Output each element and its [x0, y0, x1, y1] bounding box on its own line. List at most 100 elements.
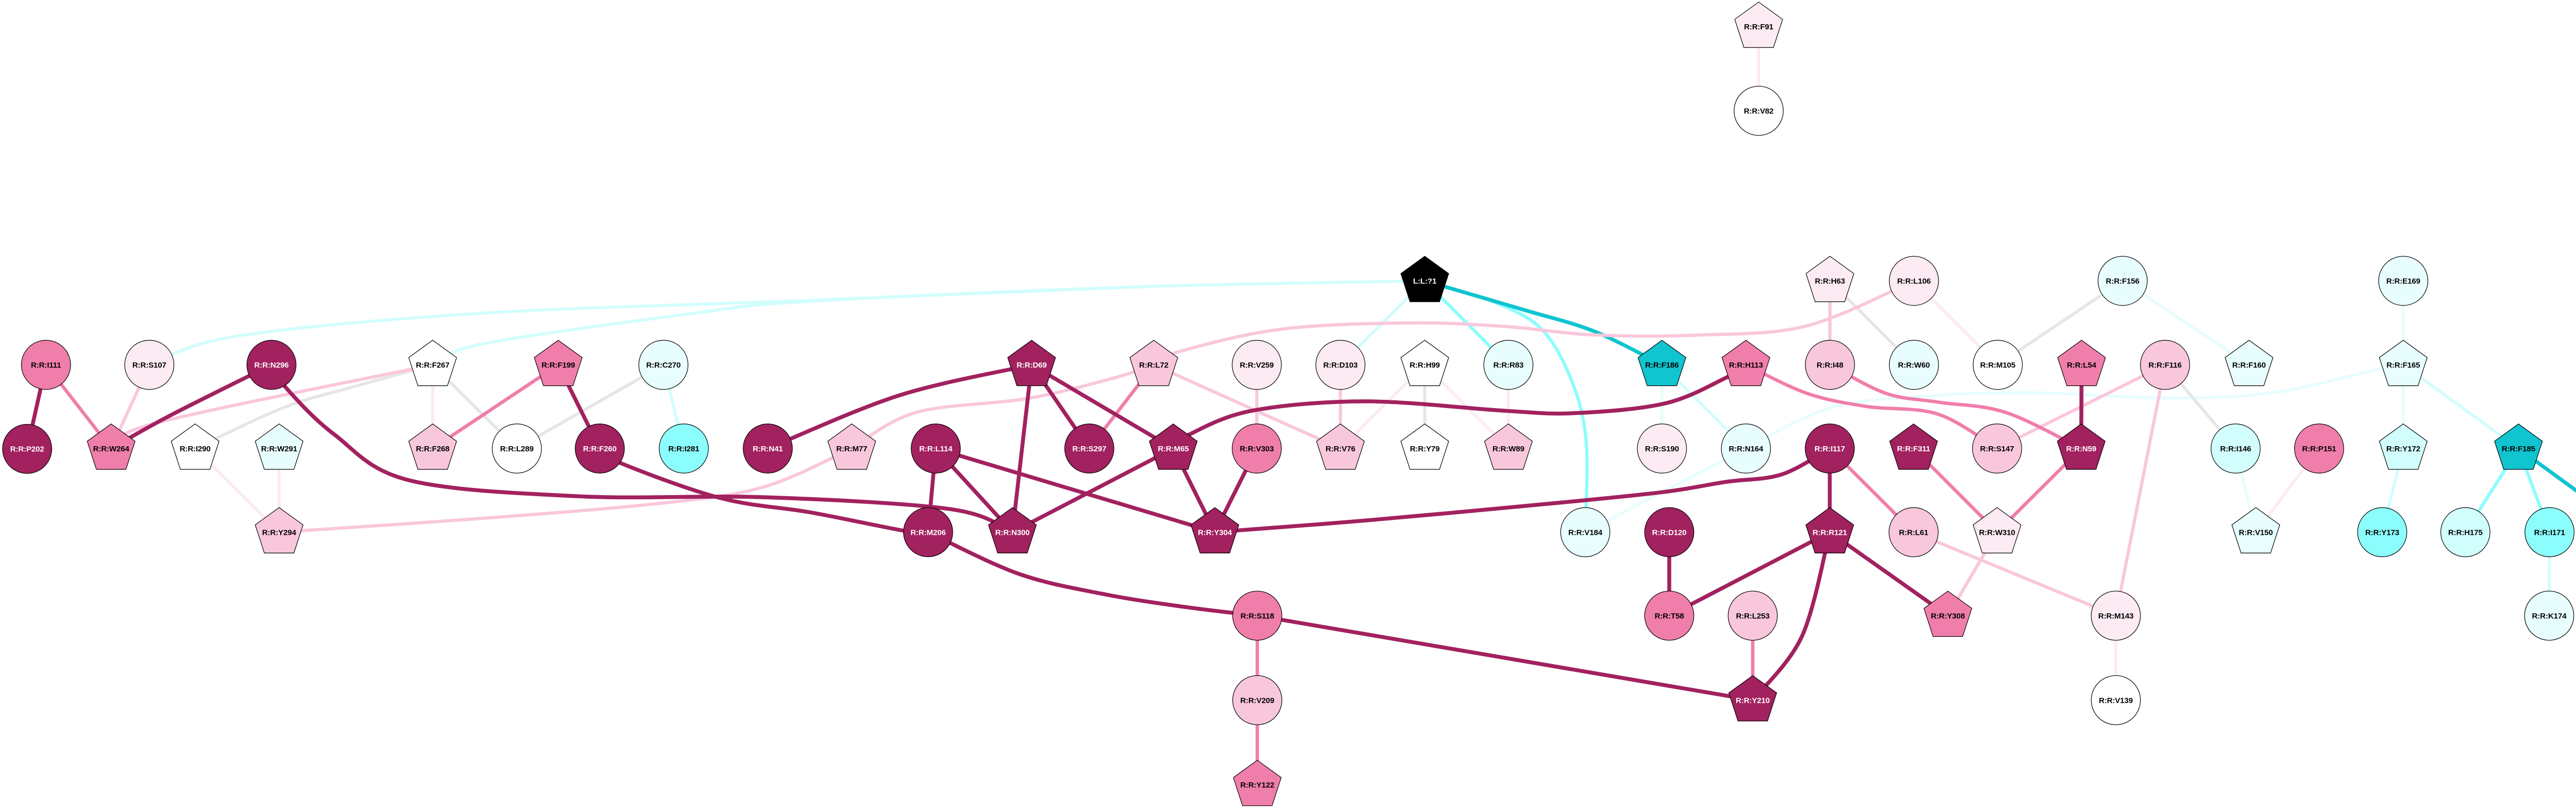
node-r-r-h113[interactable]: R:R:H113 — [1721, 340, 1771, 386]
node-r-r-s297[interactable]: R:R:S297 — [1064, 424, 1114, 473]
edge-layer — [25, 26, 2576, 785]
node-r-r-p202[interactable]: R:R:P202 — [2, 424, 53, 474]
node-r-r-y172[interactable]: R:R:Y172 — [2379, 424, 2428, 470]
node-r-r-i281[interactable]: R:R:I281 — [658, 424, 709, 473]
circle-node-shape — [2140, 340, 2190, 390]
node-r-r-e169[interactable]: R:R:E169 — [2378, 256, 2429, 306]
node-r-r-l253[interactable]: R:R:L253 — [1727, 590, 1778, 641]
node-r-r-w60[interactable]: R:R:W60 — [1889, 340, 1939, 390]
pentagon-node-shape — [1805, 507, 1854, 553]
node-r-r-f116[interactable]: R:R:F116 — [2140, 340, 2190, 390]
node-r-r-y173[interactable]: R:R:Y173 — [2357, 507, 2408, 557]
node-r-r-d120[interactable]: R:R:D120 — [1644, 507, 1694, 557]
pentagon-node-shape — [2494, 424, 2543, 470]
node-r-r-t58[interactable]: R:R:T58 — [1644, 590, 1694, 641]
pentagon-node-shape — [1316, 424, 1365, 470]
node-r-r-f267[interactable]: R:R:F267 — [408, 340, 457, 386]
node-r-r-r121[interactable]: R:R:R121 — [1805, 507, 1854, 553]
node-r-r-i290[interactable]: R:R:I290 — [171, 424, 219, 470]
node-r-r-d69[interactable]: R:R:D69 — [1007, 340, 1056, 386]
circle-node-shape — [903, 507, 953, 557]
node-r-r-f91[interactable]: R:R:F91 — [1734, 2, 1783, 48]
node-r-r-h63[interactable]: R:R:H63 — [1805, 256, 1855, 302]
circle-node-shape — [1637, 424, 1687, 473]
edge-r-r-f260-to-r-r-m206 — [598, 447, 928, 535]
node-r-r-c270[interactable]: R:R:C270 — [638, 340, 689, 390]
node-r-r-f160[interactable]: R:R:F160 — [2225, 340, 2274, 386]
circle-node-shape — [1888, 507, 1939, 557]
node-r-r-i111[interactable]: R:R:I111 — [21, 340, 71, 390]
node-r-r-n41[interactable]: R:R:N41 — [742, 424, 793, 473]
node-r-r-f268[interactable]: R:R:F268 — [408, 424, 457, 470]
node-l-l-1[interactable]: L:L:?1 — [1400, 256, 1449, 302]
node-r-r-f165[interactable]: R:R:F165 — [2379, 340, 2428, 386]
pentagon-node-shape — [1149, 424, 1198, 470]
node-r-r-m65[interactable]: R:R:M65 — [1149, 424, 1198, 470]
node-r-r-s107[interactable]: R:R:S107 — [124, 340, 175, 390]
circle-node-shape — [1232, 424, 1282, 473]
node-r-r-i117[interactable]: R:R:I117 — [1805, 424, 1855, 473]
edge-r-r-i290-to-r-r-f267 — [194, 363, 433, 450]
circle-node-shape — [638, 340, 689, 390]
node-r-r-l289[interactable]: R:R:L289 — [492, 424, 542, 473]
node-r-r-n164[interactable]: R:R:N164 — [1721, 424, 1771, 473]
node-r-r-v259[interactable]: R:R:V259 — [1232, 340, 1282, 390]
pentagon-node-shape — [534, 340, 583, 386]
node-r-r-f199[interactable]: R:R:F199 — [534, 340, 583, 386]
node-r-r-w291[interactable]: R:R:W291 — [255, 424, 303, 470]
node-r-r-m105[interactable]: R:R:M105 — [1973, 340, 2023, 390]
node-r-r-v209[interactable]: R:R:V209 — [1232, 675, 1282, 725]
circle-node-shape — [1972, 424, 2022, 473]
node-r-r-l54[interactable]: R:R:L54 — [2057, 340, 2106, 386]
node-r-r-n59[interactable]: R:R:N59 — [2057, 424, 2106, 470]
node-r-r-p151[interactable]: R:R:P151 — [2294, 424, 2344, 473]
pentagon-node-shape — [1889, 424, 1938, 470]
node-r-r-y308[interactable]: R:R:Y308 — [1923, 590, 1972, 637]
edge-r-r-f199-to-r-r-f268 — [431, 363, 560, 450]
node-r-r-f156[interactable]: R:R:F156 — [2097, 256, 2148, 306]
node-r-r-f186[interactable]: R:R:F186 — [1637, 340, 1686, 386]
node-r-r-y122[interactable]: R:R:Y122 — [1233, 759, 1282, 806]
node-r-r-l106[interactable]: R:R:L106 — [1889, 256, 1939, 306]
circle-node-shape — [910, 424, 961, 473]
node-r-r-m143[interactable]: R:R:M143 — [2091, 590, 2141, 641]
node-r-r-l114[interactable]: R:R:L114 — [910, 424, 961, 473]
circle-node-shape — [2524, 507, 2574, 557]
node-r-r-r83[interactable]: R:R:R83 — [1483, 340, 1534, 390]
node-r-r-i171[interactable]: R:R:I171 — [2524, 507, 2574, 557]
node-r-r-f260[interactable]: R:R:F260 — [574, 424, 625, 473]
node-r-r-m206[interactable]: R:R:M206 — [903, 507, 953, 557]
node-r-r-v303[interactable]: R:R:V303 — [1232, 424, 1282, 473]
node-r-r-f185[interactable]: R:R:F185 — [2494, 424, 2543, 470]
node-r-r-s190[interactable]: R:R:S190 — [1637, 424, 1687, 473]
node-r-r-k174[interactable]: R:R:K174 — [2524, 590, 2574, 641]
node-r-r-n296[interactable]: R:R:N296 — [246, 340, 297, 390]
pentagon-node-shape — [2379, 424, 2428, 470]
pentagon-node-shape — [1129, 340, 1178, 386]
pentagon-node-shape — [1728, 675, 1777, 722]
node-r-r-f311[interactable]: R:R:F311 — [1889, 424, 1938, 470]
circle-node-shape — [2, 424, 53, 474]
pentagon-node-shape — [1923, 590, 1972, 637]
node-r-r-y79[interactable]: R:R:Y79 — [1400, 424, 1449, 470]
node-r-r-v150[interactable]: R:R:V150 — [2231, 507, 2280, 553]
node-r-r-h99[interactable]: R:R:H99 — [1400, 340, 1449, 386]
node-r-r-i146[interactable]: R:R:I146 — [2210, 424, 2261, 473]
node-r-r-s118[interactable]: R:R:S118 — [1232, 590, 1282, 641]
node-r-r-s147[interactable]: R:R:S147 — [1972, 424, 2022, 473]
node-r-r-l72[interactable]: R:R:L72 — [1129, 340, 1178, 386]
node-r-r-v184[interactable]: R:R:V184 — [1560, 507, 1611, 557]
node-r-r-v82[interactable]: R:R:V82 — [1734, 86, 1784, 136]
edge-r-r-i117-to-r-r-y304 — [1214, 447, 1831, 534]
pentagon-node-shape — [1484, 424, 1533, 470]
node-r-r-i48[interactable]: R:R:I48 — [1805, 340, 1855, 390]
node-r-r-v139[interactable]: R:R:V139 — [2091, 675, 2141, 725]
node-r-r-d103[interactable]: R:R:D103 — [1315, 340, 1366, 390]
circle-node-shape — [1727, 590, 1778, 641]
node-r-r-l61[interactable]: R:R:L61 — [1888, 507, 1939, 557]
edge-r-r-c270-to-r-r-l289 — [516, 363, 665, 450]
node-r-r-y304[interactable]: R:R:Y304 — [1190, 507, 1240, 553]
node-r-r-h175[interactable]: R:R:H175 — [2440, 507, 2490, 557]
node-r-r-m77[interactable]: R:R:M77 — [827, 424, 876, 470]
